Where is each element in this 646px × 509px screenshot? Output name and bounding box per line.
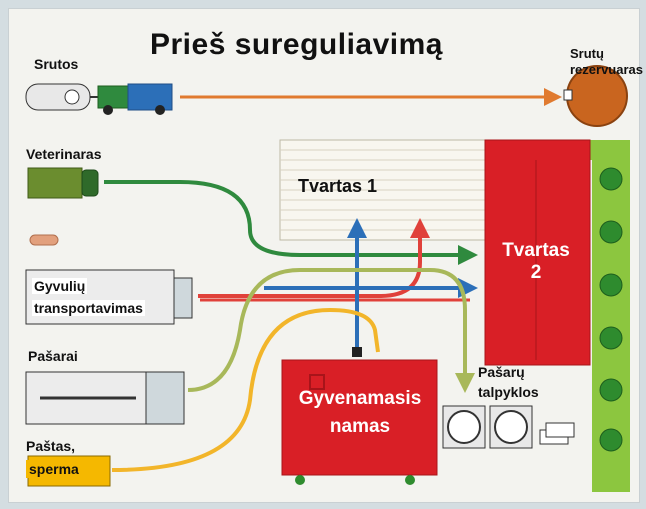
label-gyvenamasis-1: Gyvenamasis [298,388,422,409]
tree-icon [599,326,623,350]
tree-icon [599,220,623,244]
label-tvartas-1: Tvartas 1 [298,176,378,196]
vet-flow-arrow [104,180,478,265]
diagram-title: Prieš sureguliavimą [150,28,443,61]
pill-icon [29,234,59,246]
tree-row [599,167,623,452]
manure-tanker-icon [25,83,173,115]
feed-truck-icon [25,371,185,425]
label-gyvuliu-2: transportavimas [32,300,145,316]
label-pastas-1: Paštas, [26,438,76,454]
vet-van-icon [27,167,99,199]
label-tvartas-2-line2: 2 [530,262,542,283]
label-gyvenamasis-2: namas [329,416,391,437]
tree-icon [599,378,623,402]
label-veterinaras: Veterinaras [26,146,102,162]
mail-flow-arrow-yellow [111,307,380,472]
label-srutu-rezervuaras-2: rezervuaras [570,62,643,77]
label-srutu-rezervuaras-1: Srutų [570,46,604,61]
label-tvartas-2-line1: Tvartas [502,240,570,261]
barn-1 [279,139,486,241]
tree-icon [599,273,623,297]
label-pastas-2: sperma [26,460,82,478]
label-srutos: Srutos [34,56,79,72]
barn-2 [484,139,591,366]
feed-flow-arrow-olive [187,268,475,393]
tree-icon [599,428,623,452]
house [281,359,438,485]
label-gyvuliu-1: Gyvulių [32,278,88,294]
label-pasarai: Pašarai [28,348,78,364]
label-pasaru-2: talpyklos [478,384,539,400]
feed-silo-icon [442,405,575,449]
label-pasaru-1: Pašarų [478,364,525,380]
tree-icon [599,167,623,191]
slurry-tank-icon [563,65,628,127]
